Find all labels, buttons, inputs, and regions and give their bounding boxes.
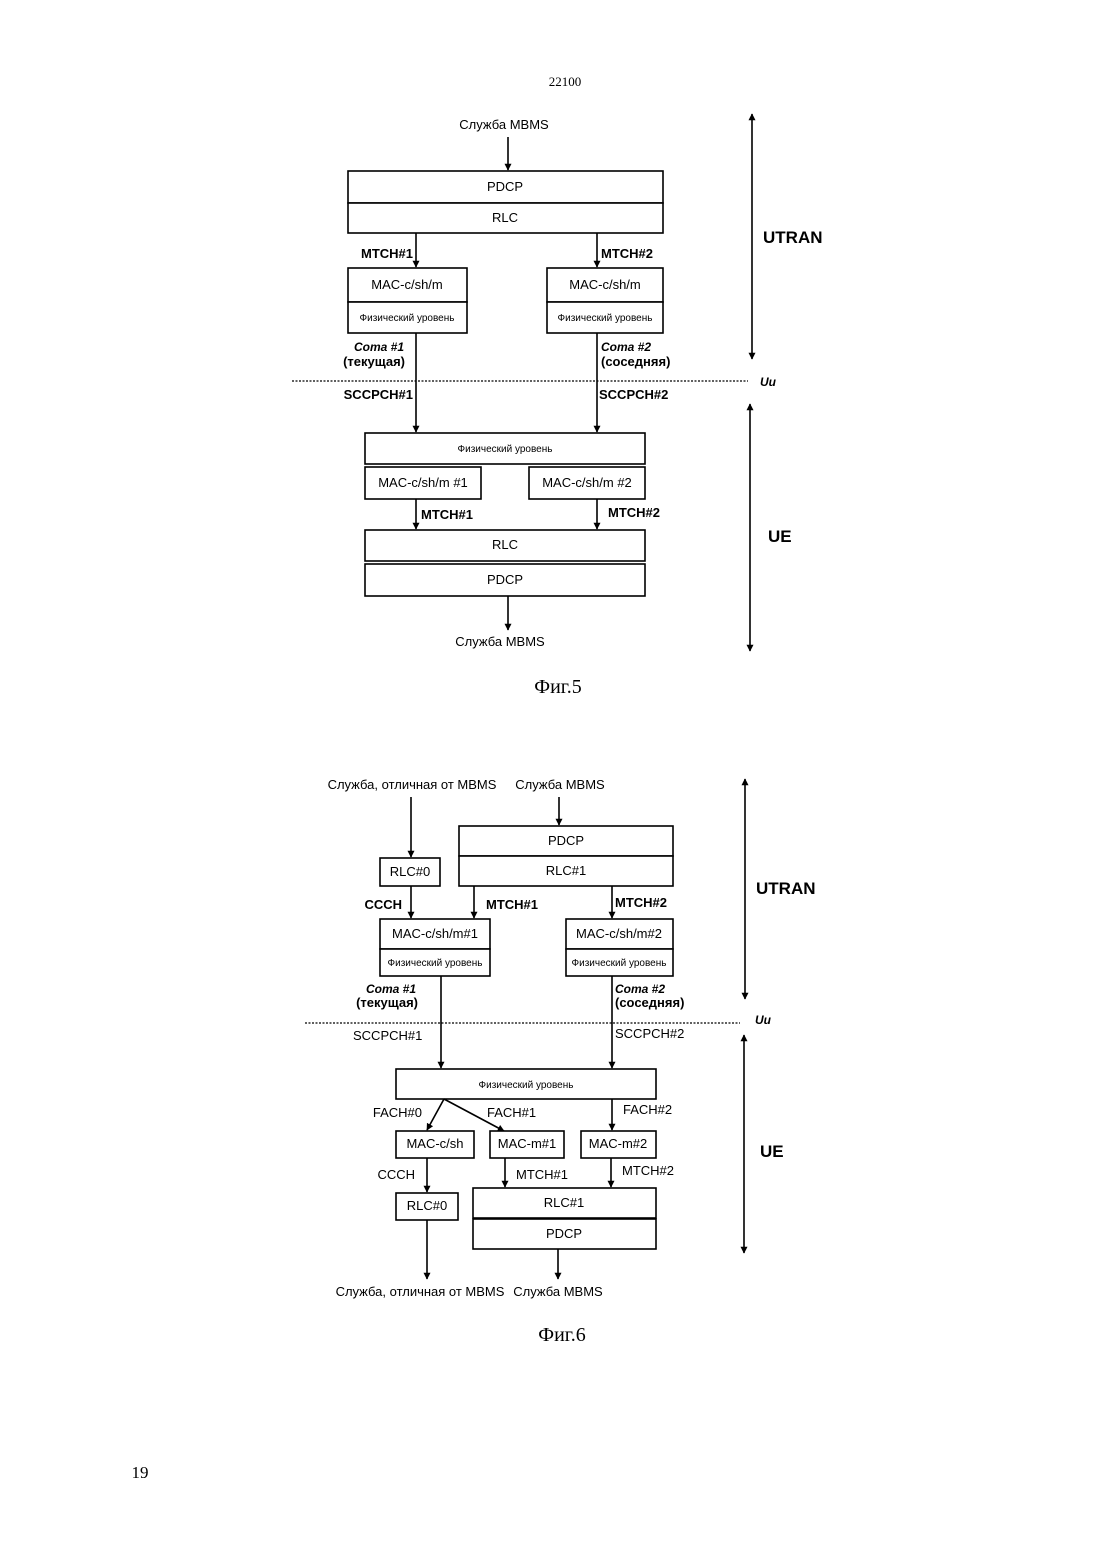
fig6-rlc0-label: RLC#0: [390, 864, 430, 879]
fig5-ue-rlc-label: RLC: [492, 537, 518, 552]
fig6-ue-pdcp-label: PDCP: [546, 1226, 582, 1241]
fig5-ue-mac2-label: MAC-c/sh/m #2: [542, 475, 632, 490]
fig6-arrow-fach0: [427, 1099, 444, 1130]
fig5-mtch2-label: MTCH#2: [601, 246, 653, 261]
fig6-phy-left-label: Физический уровень: [388, 958, 483, 969]
fig5-sccpch1-label: SCCPCH#1: [344, 387, 413, 402]
fig5-rlc-label: RLC: [492, 210, 518, 225]
fig6-service-mbms-out-label: Служба MBMS: [513, 1284, 603, 1299]
fig6-ue-rlc1-label: RLC#1: [544, 1195, 584, 1210]
fig6-pdcp-label: PDCP: [548, 833, 584, 848]
fig6-mtch1-label: MTCH#1: [486, 897, 538, 912]
fig6-ue-mtch2-label: MTCH#2: [622, 1163, 674, 1178]
fig5-utran-label: UTRAN: [763, 228, 823, 247]
fig5-cell1-name: Сота #1: [354, 340, 404, 354]
fig5-ue-mtch2-label: MTCH#2: [608, 505, 660, 520]
fig5-ue-mac1-label: MAC-c/sh/m #1: [378, 475, 468, 490]
fig6-fach1-label: FACH#1: [487, 1105, 536, 1120]
fig6-service-mbms-in-label: Служба MBMS: [515, 777, 605, 792]
fig6-fach0-label: FACH#0: [373, 1105, 422, 1120]
fig5-ue-phy-label: Физический уровень: [458, 444, 553, 455]
fig5-mac-right-label: MAC-c/sh/m: [569, 277, 641, 292]
fig5-mac-left-label: MAC-c/sh/m: [371, 277, 443, 292]
fig6-ue-mtch1-label: MTCH#1: [516, 1167, 568, 1182]
fig5-phy-left-label: Физический уровень: [360, 313, 455, 324]
fig6-mac2-label: MAC-c/sh/m#2: [576, 926, 662, 941]
fig5-cell2-name: Сота #2: [601, 340, 651, 354]
fig6-ue-mac-csh-label: MAC-c/sh: [406, 1136, 463, 1151]
fig6-ccch-label: CCCH: [364, 897, 402, 912]
fig6-sccpch2-label: SCCPCH#2: [615, 1026, 684, 1041]
fig6-utran-label: UTRAN: [756, 879, 816, 898]
fig6-mac1-label: MAC-c/sh/m#1: [392, 926, 478, 941]
fig5-service-out-label: Служба MBMS: [455, 634, 545, 649]
fig5-ue-mtch1-label: MTCH#1: [421, 507, 473, 522]
figure-6: Служба, отличная от MBMS Служба MBMS PDC…: [305, 777, 816, 1346]
fig6-ue-rlc0-label: RLC#0: [407, 1198, 447, 1213]
fig6-uu-label: Uu: [755, 1013, 772, 1027]
fig6-caption: Фиг.6: [538, 1324, 585, 1346]
fig5-ue-pdcp-label: PDCP: [487, 572, 523, 587]
fig6-cell2-name: Сота #2: [615, 982, 665, 996]
fig6-rlc1-label: RLC#1: [546, 863, 586, 878]
fig6-ue-label: UE: [760, 1142, 784, 1161]
fig5-service-in-label: Служба MBMS: [459, 117, 549, 132]
figure-5: Служба MBMS PDCP RLC MTCH#1 MTCH#2 MAC-c…: [292, 114, 823, 698]
fig6-ue-phy-label: Физический уровень: [479, 1080, 574, 1091]
fig6-cell1-state: (текущая): [356, 995, 418, 1010]
fig6-ue-mac-m2-label: MAC-m#2: [589, 1136, 648, 1151]
fig5-pdcp-label: PDCP: [487, 179, 523, 194]
fig6-service-other-in-label: Служба, отличная от MBMS: [328, 777, 497, 792]
fig6-phy-right-label: Физический уровень: [572, 958, 667, 969]
fig5-uu-label: Uu: [760, 375, 777, 389]
fig6-ue-mac-m1-label: MAC-m#1: [498, 1136, 557, 1151]
fig6-cell2-state: (соседняя): [615, 995, 684, 1010]
fig5-sccpch2-label: SCCPCH#2: [599, 387, 668, 402]
fig5-caption: Фиг.5: [534, 676, 581, 698]
fig5-mtch1-label: MTCH#1: [361, 246, 413, 261]
fig5-ue-label: UE: [768, 527, 792, 546]
fig6-cell1-name: Сота #1: [366, 982, 416, 996]
fig6-ue-ccch-label: CCCH: [377, 1167, 415, 1182]
page-number: 19: [132, 1463, 149, 1482]
fig5-cell2-state: (соседняя): [601, 354, 670, 369]
fig5-phy-right-label: Физический уровень: [558, 313, 653, 324]
fig5-cell1-state: (текущая): [343, 354, 405, 369]
fig6-sccpch1-label: SCCPCH#1: [353, 1028, 422, 1043]
fig6-service-other-out-label: Служба, отличная от MBMS: [336, 1284, 505, 1299]
fig6-fach2-label: FACH#2: [623, 1102, 672, 1117]
fig6-mtch2-label: MTCH#2: [615, 895, 667, 910]
page-code: 22100: [549, 74, 582, 89]
